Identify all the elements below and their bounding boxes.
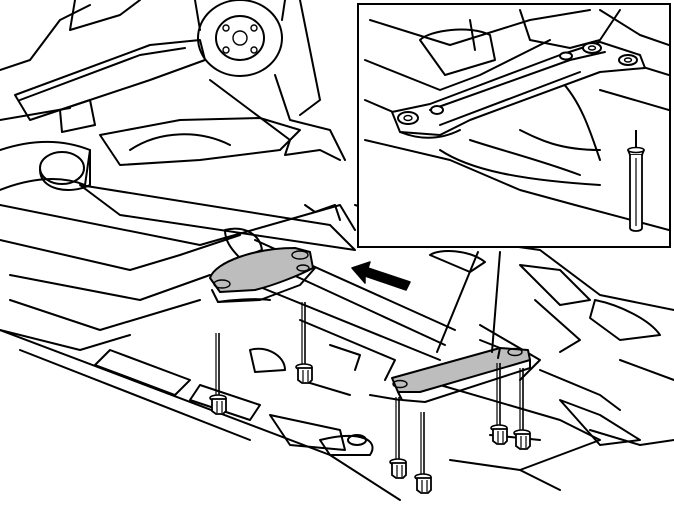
bolt-icon <box>295 301 313 384</box>
floor-pan <box>0 204 674 501</box>
bolt-icon <box>389 396 407 479</box>
left-bracket <box>209 247 316 303</box>
arrow-icon <box>351 261 411 291</box>
bolt-icon <box>209 332 227 415</box>
inset-detail <box>357 3 671 248</box>
right-bracket <box>391 339 531 403</box>
bolt-icon <box>414 411 432 494</box>
callout-leader <box>436 251 501 353</box>
rivet-icon <box>627 130 645 232</box>
